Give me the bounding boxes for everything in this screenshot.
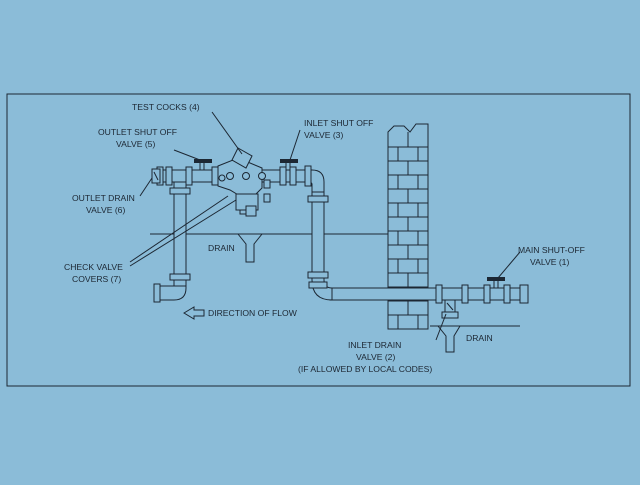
- label-inlet-drain-3: (IF ALLOWED BY LOCAL CODES): [298, 364, 432, 374]
- label-inlet-shutoff-1: INLET SHUT OFF: [304, 118, 373, 128]
- label-check-valve-2: COVERS (7): [72, 274, 121, 284]
- upper-drain-funnel: [236, 233, 264, 263]
- main-shutoff-valve-handle: [487, 277, 505, 289]
- left-arrow-icon: [183, 306, 205, 320]
- outlet-drain-valve: [151, 168, 161, 184]
- label-drain-lower: DRAIN: [466, 333, 493, 343]
- outlet-riser: [153, 181, 191, 303]
- inlet-riser: [307, 187, 333, 301]
- label-inlet-drain-2: VALVE (2): [356, 352, 395, 362]
- label-outlet-drain-2: VALVE (6): [86, 205, 125, 215]
- inlet-shutoff-valve-handle: [280, 159, 298, 171]
- label-outlet-shutoff-1: OUTLET SHUT OFF: [98, 127, 177, 137]
- label-inlet-shutoff-2: VALVE (3): [304, 130, 343, 140]
- lower-drain-funnel: [436, 325, 461, 353]
- diagram-frame: [6, 93, 631, 387]
- label-outlet-drain-1: OUTLET DRAIN: [72, 193, 135, 203]
- inlet-elbow-flange: [304, 165, 312, 187]
- label-main-shutoff-1: MAIN SHUT-OFF: [518, 245, 585, 255]
- label-direction-of-flow: DIRECTION OF FLOW: [208, 308, 298, 318]
- backflow-preventer-body: [217, 147, 271, 217]
- supply-pipe: [329, 284, 529, 304]
- label-test-cocks: TEST COCKS (4): [132, 102, 200, 112]
- label-drain-upper: DRAIN: [208, 243, 235, 253]
- label-inlet-drain-1: INLET DRAIN: [348, 340, 401, 350]
- label-main-shutoff-2: VALVE (1): [530, 257, 569, 267]
- label-check-valve-1: CHECK VALVE: [64, 262, 123, 272]
- label-outlet-shutoff-2: VALVE (5): [116, 139, 155, 149]
- outlet-shutoff-valve-handle: [194, 159, 212, 171]
- brick-wall: [387, 123, 429, 330]
- inlet-drain-valve: [441, 299, 459, 319]
- leader-lines: [129, 111, 521, 341]
